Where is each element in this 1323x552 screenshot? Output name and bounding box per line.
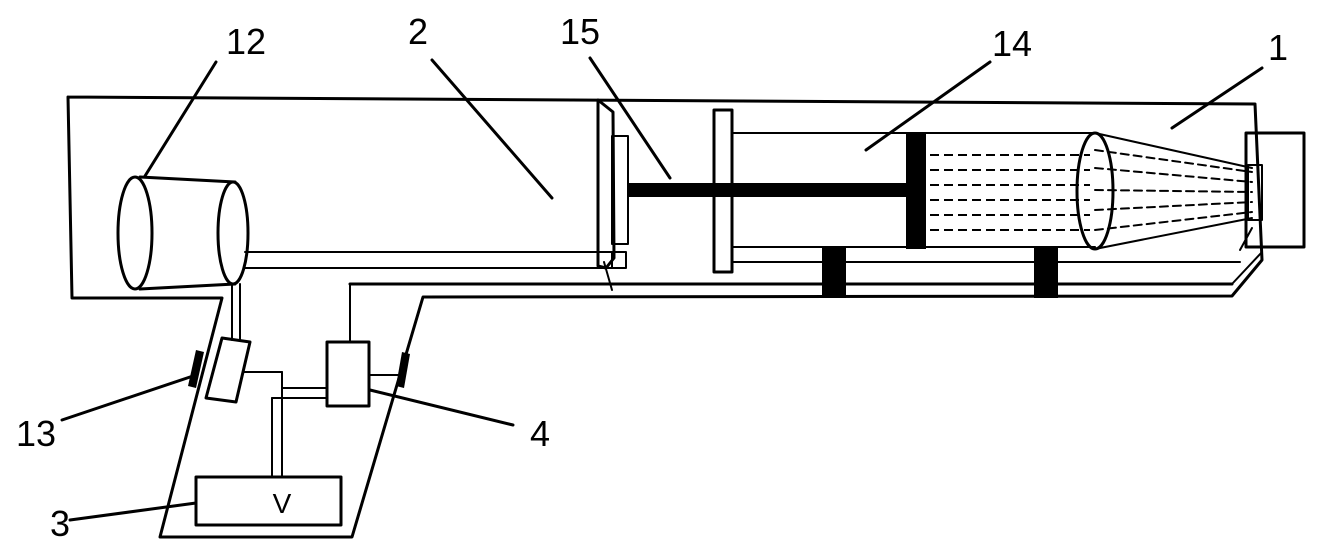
label-power-unit: 3	[50, 503, 70, 544]
shaft	[628, 108, 910, 274]
label-reel: 12	[226, 21, 266, 62]
end-plate	[596, 98, 629, 291]
label-controller: 4	[530, 413, 550, 454]
label-sensor-assembly: 14	[992, 23, 1032, 64]
label-mount: 13	[16, 413, 56, 454]
power-unit-label: V	[273, 488, 292, 519]
cone	[1075, 131, 1253, 251]
lower-rail	[348, 247, 1241, 298]
cable	[231, 251, 626, 341]
leader-lines	[60, 56, 1264, 522]
reel-cylinder	[116, 175, 250, 291]
nozzle-box	[1231, 131, 1306, 285]
lower-compartment: V	[188, 283, 410, 527]
housing-outline	[66, 95, 1264, 539]
label-shaft: 15	[560, 11, 600, 52]
label-chamber: 2	[408, 11, 428, 52]
reference-numerals: 12 2 15 14 1 13 4 3	[16, 11, 1288, 544]
label-housing: 1	[1268, 27, 1288, 68]
